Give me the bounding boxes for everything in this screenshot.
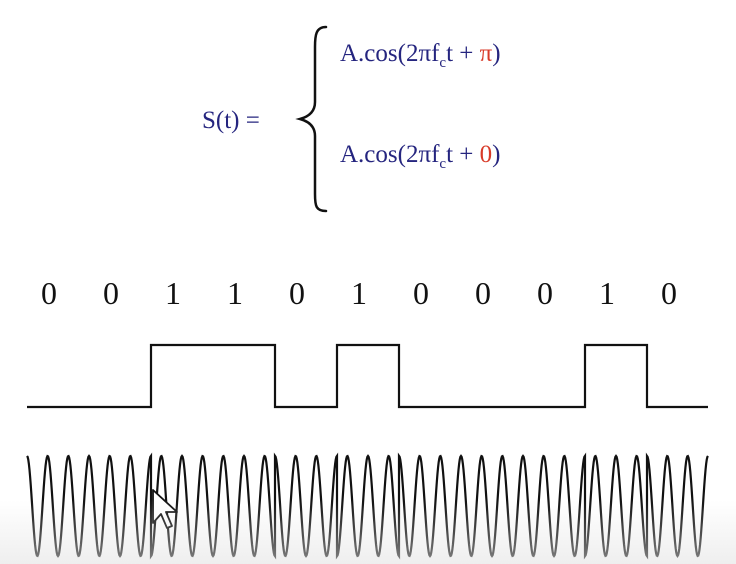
formula-case-zero-prefix: A.cos(2πf <box>340 141 440 168</box>
bit-sequence: 0 0 1 1 0 1 0 0 0 1 0 <box>41 275 677 311</box>
bit-label-3: 1 <box>227 275 243 311</box>
digital-square-wave <box>27 343 708 409</box>
bit-label-8: 0 <box>537 275 553 311</box>
bit-label-10: 0 <box>661 275 677 311</box>
formula-case-pi-middle: t + <box>446 40 480 67</box>
bit-label-7: 0 <box>475 275 491 311</box>
formula-case-pi: A.cos(2πfct + π) <box>340 40 501 71</box>
formula-phase-zero: 0 <box>480 141 493 168</box>
bit-label-0: 0 <box>41 275 57 311</box>
bpsk-waveform-group <box>26 452 709 560</box>
bit-label-4: 0 <box>289 275 305 311</box>
formula-phase-pi: π <box>480 40 493 67</box>
bpsk-modulated-wave <box>26 452 709 560</box>
formula-lhs: S(t) = <box>202 107 260 134</box>
bit-label-1: 0 <box>103 275 119 311</box>
bit-label-6: 0 <box>413 275 429 311</box>
left-curly-brace <box>295 25 328 213</box>
formula-case-pi-suffix: ) <box>492 40 500 67</box>
bpsk-formula: S(t) = A.cos(2πfct + π) A.cos(2πfct + 0) <box>202 25 501 213</box>
formula-case-zero: A.cos(2πfct + 0) <box>340 141 500 172</box>
formula-case-pi-subscript: c <box>439 55 446 71</box>
digital-waveform-group <box>27 343 708 409</box>
formula-case-zero-suffix: ) <box>492 141 500 168</box>
formula-case-pi-prefix: A.cos(2πf <box>340 40 440 67</box>
formula-case-zero-middle: t + <box>446 141 480 168</box>
bit-label-5: 1 <box>351 275 367 311</box>
bit-label-2: 1 <box>165 275 181 311</box>
formula-case-zero-subscript: c <box>439 156 446 172</box>
bit-label-9: 1 <box>599 275 615 311</box>
